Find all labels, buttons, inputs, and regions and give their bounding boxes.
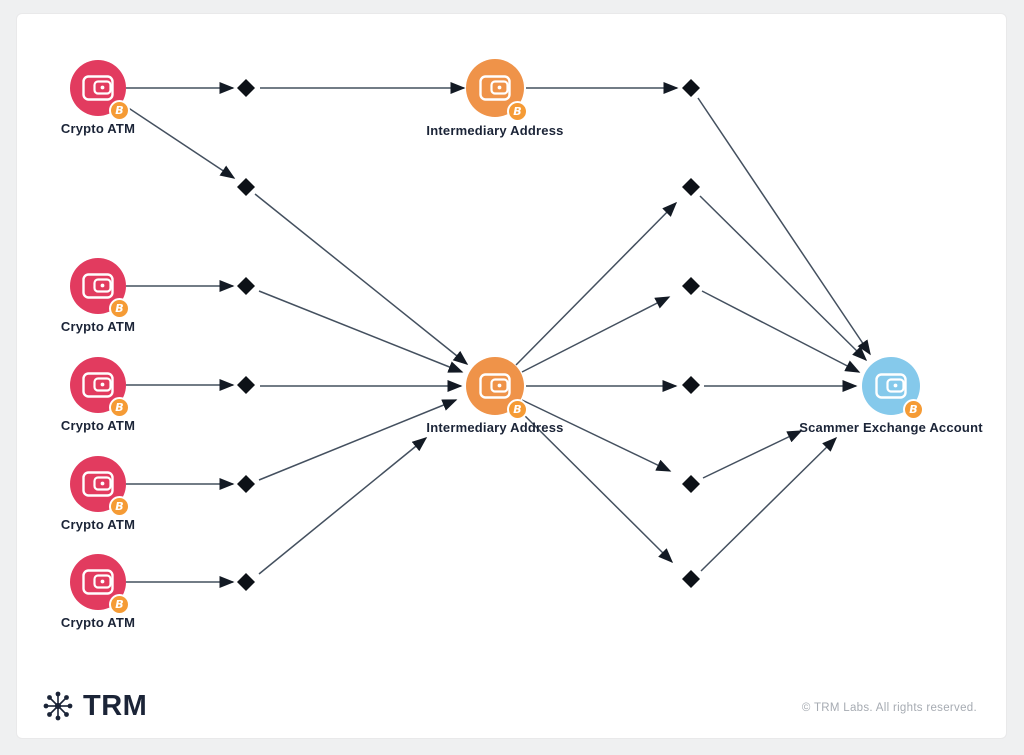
node-label-crypto-atm: Crypto ATM [60, 418, 136, 433]
wallet-icon [82, 273, 114, 299]
flow-arrow [515, 201, 678, 366]
flow-arrow [258, 437, 428, 575]
transaction-hop-diamond[interactable] [682, 475, 700, 493]
transaction-hop-diamond[interactable] [682, 570, 700, 588]
node-label-crypto-atm: Crypto ATM [60, 615, 136, 630]
transaction-hop-diamond[interactable] [237, 178, 255, 196]
flow-arrow [701, 290, 861, 373]
bitcoin-badge: B [109, 100, 130, 121]
trm-logo-text: TRM [83, 689, 148, 722]
node-crypto-atm-2[interactable]: B [70, 258, 130, 319]
bitcoin-badge: B [109, 594, 130, 615]
transaction-hop-diamond[interactable] [237, 376, 255, 394]
wallet-icon [82, 471, 114, 497]
flow-arrow [521, 296, 671, 373]
transaction-hop-diamond[interactable] [682, 178, 700, 196]
node-label-intermediary-address: Intermediary Address [426, 123, 564, 138]
bitcoin-badge: B [507, 399, 528, 420]
wallet-icon [479, 373, 511, 399]
wallet-icon [82, 372, 114, 398]
wallet-icon [479, 75, 511, 101]
flow-arrow [697, 97, 871, 356]
node-scammer-exchange-account[interactable]: B [862, 357, 924, 420]
transaction-hop-diamond[interactable] [237, 475, 255, 493]
trm-network-icon [43, 691, 73, 721]
transaction-hop-diamond[interactable] [237, 79, 255, 97]
bitcoin-badge: B [109, 397, 130, 418]
diagram-card: B B B B B B B B Crypto ATM Crypto ATM Cr… [16, 13, 1007, 739]
bitcoin-badge: B [903, 399, 924, 420]
node-crypto-atm-4[interactable]: B [70, 456, 130, 517]
node-crypto-atm-1[interactable]: B [70, 60, 130, 121]
transaction-hop-diamond[interactable] [682, 277, 700, 295]
wallet-icon [82, 569, 114, 595]
node-label-crypto-atm: Crypto ATM [60, 517, 136, 532]
flow-edges-layer [120, 79, 871, 591]
node-intermediary-address-top[interactable]: B [466, 59, 528, 122]
flow-arrow [258, 290, 464, 373]
node-crypto-atm-3[interactable]: B [70, 357, 130, 418]
bitcoin-badge: B [507, 101, 528, 122]
flow-arrow [700, 436, 838, 572]
trm-logo: TRM [41, 689, 147, 723]
flow-arrow [258, 399, 458, 481]
flow-arrow [254, 193, 469, 365]
node-label-scammer-exchange-account: Scammer Exchange Account [799, 420, 983, 435]
flow-arrow [120, 102, 236, 179]
flow-arrow [521, 399, 672, 472]
flow-arrow [699, 195, 868, 362]
flow-arrow [702, 430, 803, 479]
transaction-hop-diamond[interactable] [682, 376, 700, 394]
node-crypto-atm-5[interactable]: B [70, 554, 130, 615]
node-label-crypto-atm: Crypto ATM [60, 121, 136, 136]
flow-arrow [515, 406, 674, 564]
node-label-intermediary-address: Intermediary Address [426, 420, 564, 435]
transaction-hop-diamond[interactable] [237, 277, 255, 295]
transaction-hop-diamond[interactable] [682, 79, 700, 97]
bitcoin-badge: B [109, 496, 130, 517]
transaction-hop-diamond[interactable] [237, 573, 255, 591]
wallet-icon [82, 75, 114, 101]
wallet-icon [875, 373, 907, 399]
copyright-text: © TRM Labs. All rights reserved. [801, 702, 977, 714]
node-label-crypto-atm: Crypto ATM [60, 319, 136, 334]
bitcoin-badge: B [109, 298, 130, 319]
node-intermediary-address-center[interactable]: B [466, 357, 528, 420]
